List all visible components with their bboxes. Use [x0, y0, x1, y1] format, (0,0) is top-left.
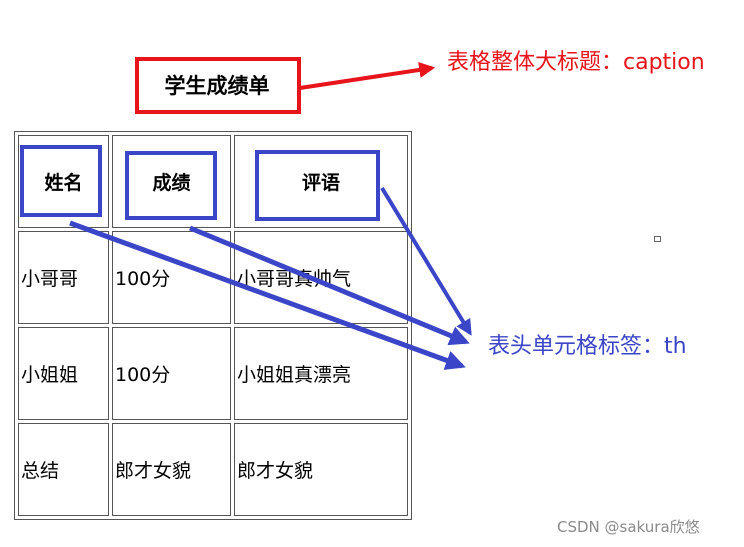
table-cell: 小哥哥	[18, 231, 109, 324]
th-annotation: 表头单元格标签：th	[488, 334, 687, 359]
table-row: 小姐姐 100分 小姐姐真漂亮	[18, 327, 408, 420]
table-cell: 100分	[112, 327, 231, 420]
table-cell: 总结	[18, 423, 109, 516]
table-cell: 郎才女貌	[112, 423, 231, 516]
th-highlight-box-score	[125, 151, 217, 220]
stray-mark-icon	[654, 236, 661, 242]
table-cell: 100分	[112, 231, 231, 324]
table-cell: 小姐姐真漂亮	[234, 327, 408, 420]
table-row: 总结 郎才女貌 郎才女貌	[18, 423, 408, 516]
grade-table: 姓名 成绩 评语 小哥哥 100分 小哥哥真帅气 小姐姐 100分 小姐姐真漂亮…	[14, 131, 412, 520]
table-row: 小哥哥 100分 小哥哥真帅气	[18, 231, 408, 324]
th-arrow-from-comment	[380, 186, 472, 336]
header-row: 姓名 成绩 评语	[18, 135, 408, 228]
table-caption: 学生成绩单	[164, 74, 270, 98]
caption-arrow	[299, 62, 436, 90]
th-highlight-box-name	[20, 145, 102, 217]
header-cell-comment: 评语	[234, 135, 408, 228]
th-arrow-from-score	[189, 225, 470, 346]
header-cell-name: 姓名	[18, 135, 109, 228]
caption-annotation: 表格整体大标题：caption	[447, 50, 705, 75]
table-cell: 小姐姐	[18, 327, 109, 420]
header-cell-score: 成绩	[112, 135, 231, 228]
th-arrow-from-name	[69, 220, 466, 370]
watermark: CSDN @sakura欣悠	[557, 518, 700, 536]
th-highlight-box-comment	[255, 150, 380, 221]
table-cell: 郎才女貌	[234, 423, 408, 516]
caption-highlight-box	[135, 57, 301, 114]
